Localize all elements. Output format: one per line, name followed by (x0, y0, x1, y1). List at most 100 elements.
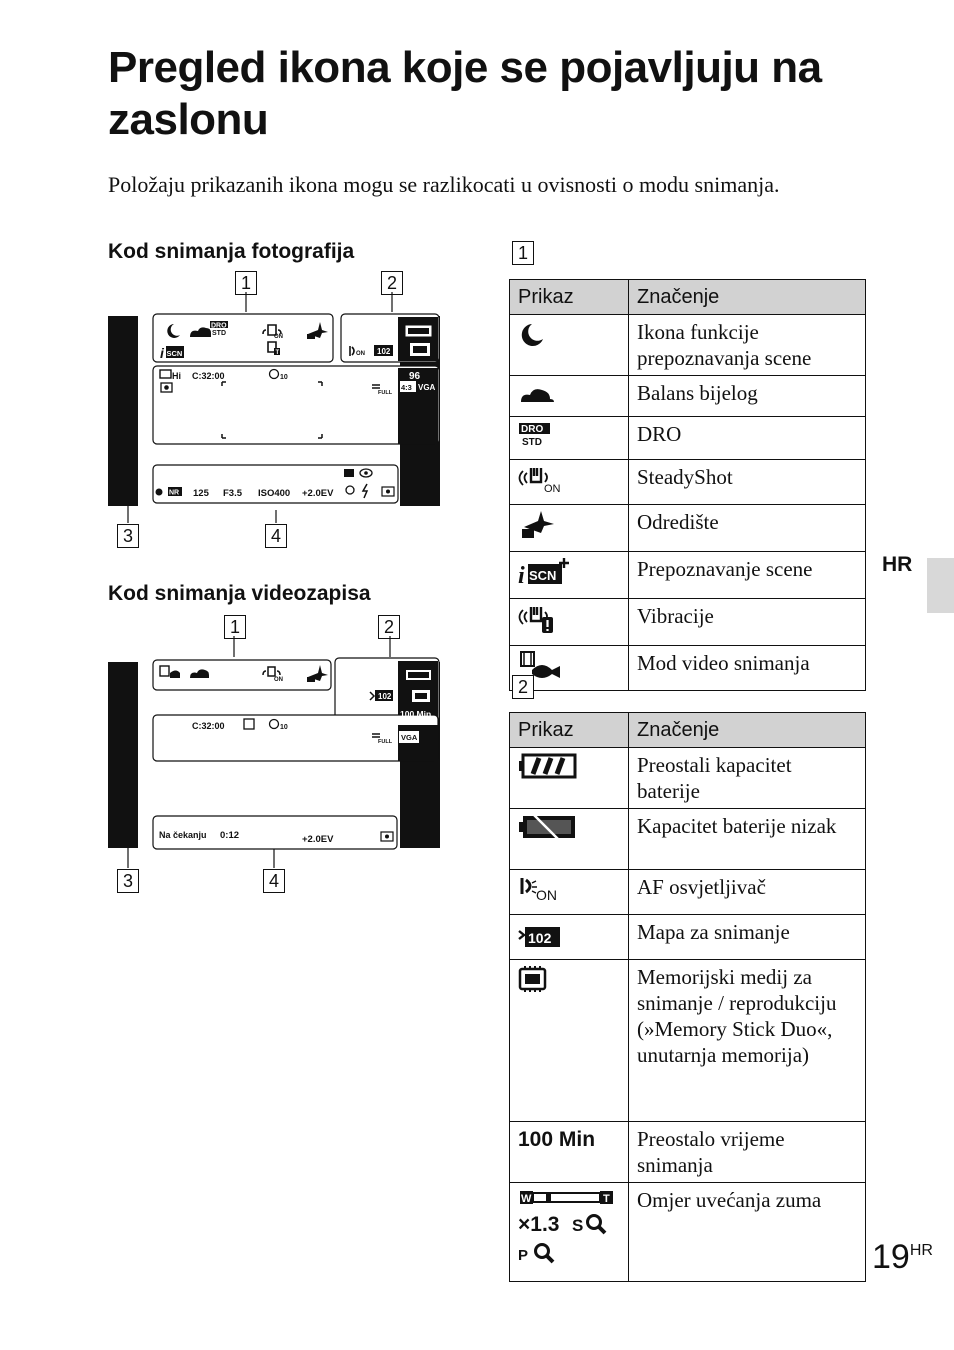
table-header: Prikaz Značenje (509, 712, 866, 748)
iscn-plus-icon: i SCN (518, 558, 569, 589)
scene-recognition-moon-icon (521, 324, 543, 346)
standby-text: Na čekanju (159, 830, 207, 840)
row-meaning: AF osvjetljivač (628, 869, 866, 915)
col-header-meaning: Značenje (628, 712, 866, 748)
svg-text:W: W (521, 1193, 532, 1205)
scn-text: SCN (167, 349, 183, 358)
table-row: W T ×1.3 S P Omjer uvećanja zuma (509, 1182, 866, 1282)
col-header-display: Prikaz (509, 712, 629, 748)
hi-text: Hi (172, 371, 181, 381)
svg-text:i: i (518, 563, 525, 588)
side-tab-label: HR (882, 553, 913, 576)
dro-text: DRO (211, 323, 227, 330)
full-text: FULL (378, 390, 393, 396)
shutter-text: 125 (193, 488, 210, 499)
steadyshot-on-icon: ON (518, 468, 561, 495)
movie-mode-icon (520, 651, 560, 678)
row-meaning: Ikona funkcije prepoznavanja scene (628, 314, 866, 376)
white-balance-cloudy-icon (521, 389, 554, 402)
svg-text:S: S (572, 1216, 583, 1235)
icon-table-2: Prikaz Značenje Preostali kapacitet bate… (509, 712, 866, 1282)
svg-text:ON: ON (536, 887, 557, 903)
icon-table-1: Prikaz Značenje Ikona funkcije prepoznav… (509, 279, 866, 691)
video-heading: Kod snimanja videozapisa (108, 582, 371, 605)
table-row: Memorijski medij za snimanje / reprodukc… (509, 959, 866, 1122)
battery-low-icon (519, 812, 575, 844)
ev-text: +2.0EV (302, 488, 334, 499)
photo-heading: Kod snimanja fotografija (108, 240, 355, 263)
table-row: 100 Min Preostalo vrijeme snimanja (509, 1121, 866, 1183)
video-callout-3: 3 (117, 869, 139, 893)
aperture-text: F3.5 (223, 488, 243, 499)
svg-text:×1.3: ×1.3 (518, 1213, 559, 1236)
row-meaning: Odredište (628, 504, 866, 552)
video-self-timer-text: 10 (280, 724, 288, 731)
video-on-text: ON (274, 677, 283, 683)
intro-text: Položaju prikazanih ikona mogu se razlik… (108, 172, 780, 197)
vibration-warning-icon (518, 607, 553, 633)
size-text: VGA (418, 383, 436, 392)
svg-text:102: 102 (528, 930, 552, 946)
remaining-time-label: 100 Min (518, 1128, 596, 1151)
ratio-text: 4:3 (401, 383, 412, 392)
page-number: 19HR (872, 1238, 933, 1276)
destination-airplane-icon (522, 511, 554, 538)
zoom-scale-icon: W T ×1.3 S P (518, 1191, 613, 1264)
table-row: Preostali kapacitet baterije (509, 747, 866, 809)
svg-text:P: P (518, 1247, 528, 1264)
table-row: 102 Mapa za snimanje (509, 914, 866, 960)
row-meaning: Prepoznavanje scene (628, 551, 866, 599)
af-illuminator-on-icon: ON (520, 878, 557, 903)
memory-card-icon (518, 966, 547, 992)
row-meaning: Vibracije (628, 598, 866, 646)
timer-text: C:32:00 (192, 371, 225, 381)
table-row: DRO STD DRO (509, 416, 866, 460)
row-meaning: Mapa za snimanje (628, 914, 866, 960)
video-ev-text: +2.0EV (302, 834, 334, 845)
iso-text: ISO400 (258, 488, 290, 499)
table-row: Mod video snimanja (509, 645, 866, 691)
recording-folder-icon: 102 (518, 927, 560, 947)
video-screen-diagram: ON 102 100 Min C:32:00 10 FULL VGA Na če… (108, 636, 440, 868)
video-size-text: VGA (401, 733, 418, 742)
std-text: STD (212, 330, 226, 337)
table-header: Prikaz Značenje (509, 279, 866, 315)
count-text: 96 (409, 371, 421, 382)
row-meaning: Preostalo vrijeme snimanja (628, 1121, 866, 1183)
i-text: i (160, 345, 165, 361)
nr-text: NR (169, 490, 179, 497)
row-meaning: Memorijski medij za snimanje / reprodukc… (628, 959, 866, 1122)
photo-screen-diagram: DRO STD ON T i SCN ON 102 Hi C:32:00 10 … (108, 292, 440, 523)
svg-text:T: T (603, 1193, 610, 1205)
col-header-display: Prikaz (509, 279, 629, 315)
row-meaning: DRO (628, 416, 866, 460)
folder-text: 102 (377, 347, 391, 356)
table2-label: 2 (512, 675, 534, 699)
table-row: Kapacitet baterije nizak (509, 808, 866, 870)
video-time-text: 0:12 (220, 830, 239, 841)
svg-text:ON: ON (544, 483, 561, 494)
col-header-meaning: Značenje (628, 279, 866, 315)
table-row: ON SteadyShot (509, 459, 866, 505)
t-text: T (276, 350, 280, 356)
table-row: ON AF osvjetljivač (509, 869, 866, 915)
table-row: i SCN Prepoznavanje scene (509, 551, 866, 599)
callout-2: 2 (381, 271, 403, 295)
side-tab-marker (927, 558, 954, 613)
row-meaning: Kapacitet baterije nizak (628, 808, 866, 870)
svg-text:DRO: DRO (521, 424, 543, 435)
video-timer-text: C:32:00 (192, 721, 225, 731)
video-callout-2: 2 (378, 615, 400, 639)
svg-text:SCN: SCN (529, 568, 556, 583)
video-callout-4: 4 (263, 869, 285, 893)
self-timer-text: 10 (280, 374, 288, 381)
table-row: Ikona funkcije prepoznavanja scene (509, 314, 866, 376)
svg-text:STD: STD (522, 437, 542, 448)
row-meaning: SteadyShot (628, 459, 866, 505)
video-full-text: FULL (378, 739, 393, 745)
page-title: Pregled ikona koje se pojavljuju na zasl… (108, 43, 822, 144)
callout-3: 3 (117, 524, 139, 548)
dro-std-icon: DRO STD (519, 423, 550, 448)
row-meaning: Balans bijelog (628, 375, 866, 417)
table-row: Vibracije (509, 598, 866, 646)
